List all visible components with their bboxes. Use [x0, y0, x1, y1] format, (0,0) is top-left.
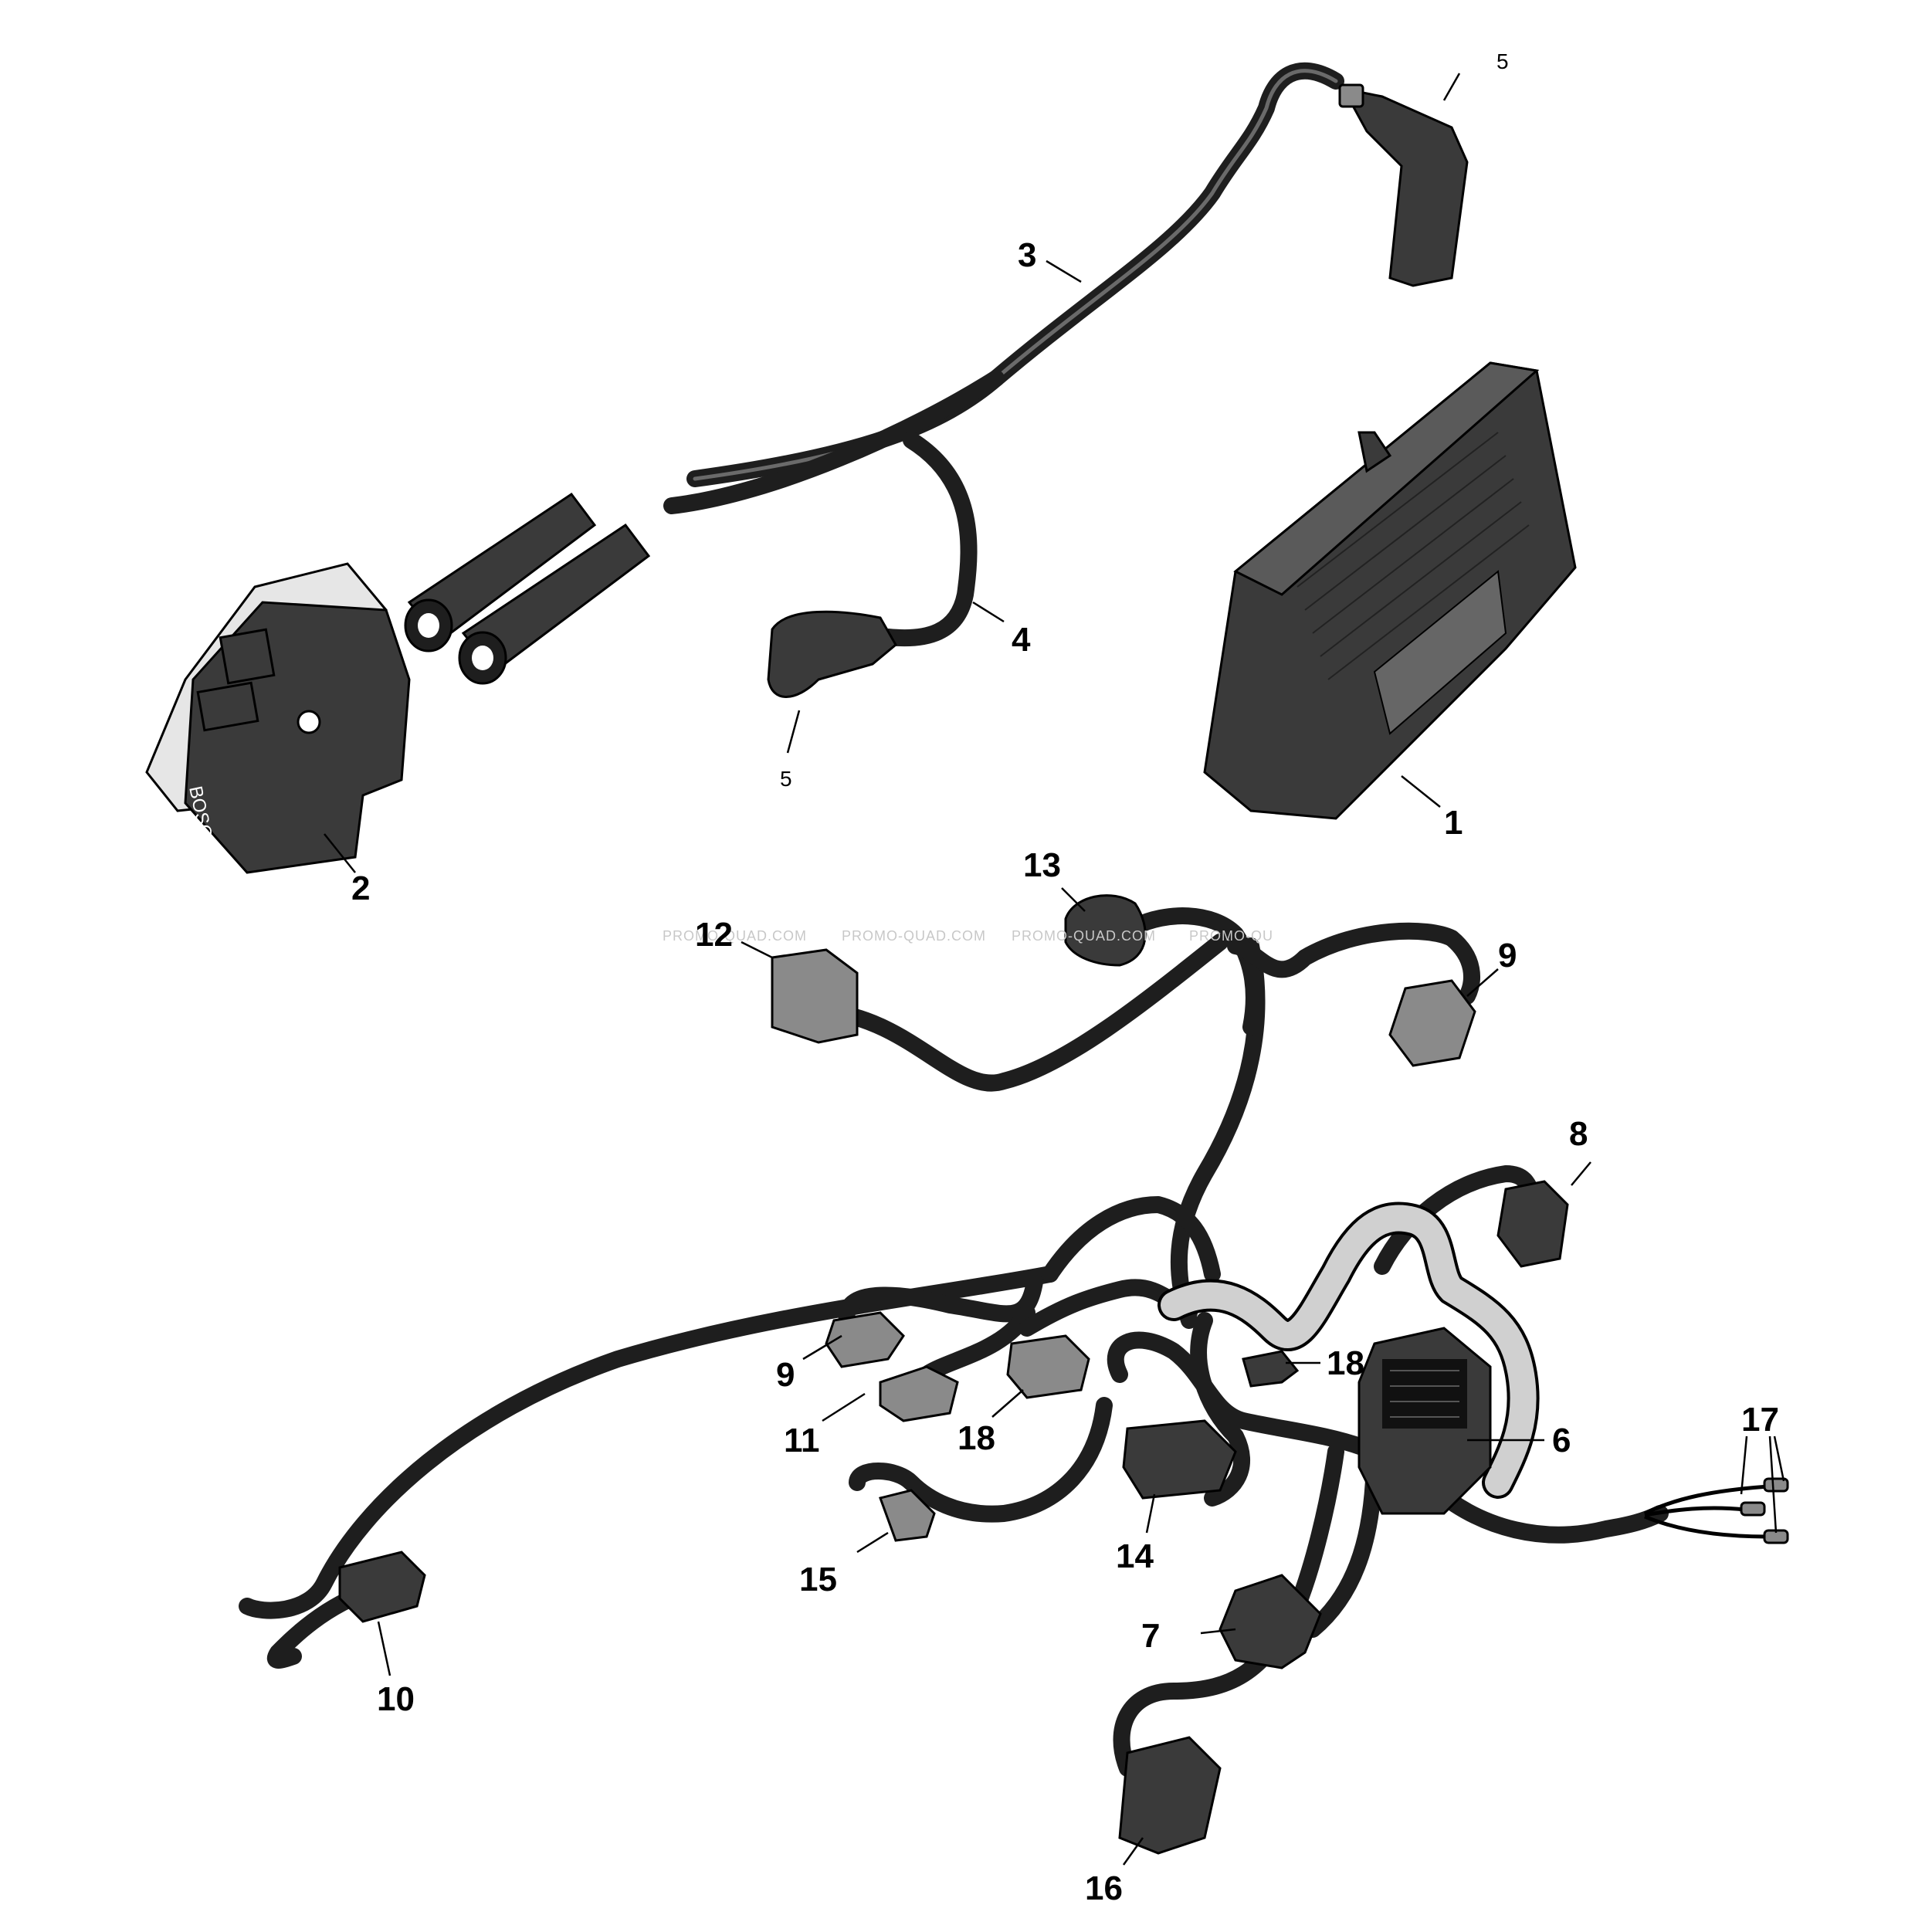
callout-18-right: 18 [1327, 1344, 1364, 1382]
connector-16 [1118, 1736, 1222, 1855]
callout-9-lower: 9 [776, 1356, 795, 1394]
main-wiring-harness [239, 907, 1769, 1777]
leader-10 [377, 1621, 391, 1676]
callout-11: 11 [784, 1422, 820, 1459]
leader-14 [1145, 1493, 1156, 1534]
watermark-1: PROMO-QUAD.COM [663, 928, 807, 944]
connector-8 [1496, 1180, 1569, 1268]
leader-17b [1768, 1435, 1778, 1534]
connector-10 [338, 1551, 426, 1623]
leader-15 [856, 1531, 889, 1554]
leader-1 [1401, 775, 1441, 808]
ignition-coil: BOSCH [145, 492, 651, 874]
leader-9-lower [802, 1334, 842, 1361]
leader-17a [1740, 1435, 1748, 1495]
callout-10: 10 [377, 1680, 415, 1718]
callout-4: 4 [1012, 621, 1031, 659]
leader-2 [324, 833, 356, 873]
callout-13: 13 [1023, 846, 1061, 884]
watermark-4: PROMO-QU [1189, 928, 1273, 944]
ignition-cable [663, 62, 1344, 647]
leader-4 [972, 601, 1005, 623]
leader-18-left [991, 1389, 1024, 1418]
connector-18-right [1242, 1350, 1300, 1388]
connector-9-top [1388, 979, 1476, 1067]
callout-14: 14 [1116, 1537, 1154, 1575]
leader-9-top [1466, 968, 1499, 997]
callout-1: 1 [1444, 804, 1463, 842]
leader-5-top [1442, 73, 1461, 101]
callout-5-top: 5 [1496, 49, 1509, 73]
callout-2: 2 [351, 869, 370, 907]
watermark-3: PROMO-QUAD.COM [1012, 928, 1156, 944]
callout-15: 15 [799, 1561, 837, 1598]
callout-8: 8 [1569, 1115, 1588, 1153]
connector-17-terminals [1740, 1477, 1789, 1544]
connector-9-lower [825, 1311, 905, 1368]
spark-plug-cap-bottom [767, 610, 897, 698]
callout-16: 16 [1085, 1869, 1123, 1907]
connector-6 [1357, 1327, 1492, 1515]
engine-control-module [1203, 361, 1577, 820]
leader-8 [1571, 1161, 1591, 1186]
connector-14 [1122, 1419, 1237, 1500]
leader-16 [1122, 1837, 1144, 1866]
callout-17: 17 [1741, 1401, 1779, 1439]
callout-5-bottom: 5 [780, 767, 792, 791]
connector-13 [1064, 894, 1147, 967]
leader-7 [1200, 1628, 1236, 1635]
leader-11 [822, 1392, 866, 1422]
callout-12: 12 [695, 916, 733, 954]
callout-9-top: 9 [1498, 937, 1517, 974]
watermark-2: PROMO-QUAD.COM [842, 928, 986, 944]
callout-3: 3 [1018, 236, 1036, 274]
connector-12 [771, 948, 859, 1044]
leader-12 [741, 941, 773, 959]
spark-plug-cap-top [1338, 83, 1469, 287]
connector-11 [879, 1365, 959, 1422]
connector-7 [1219, 1574, 1322, 1669]
leader-5-bottom [786, 710, 801, 754]
callout-7: 7 [1141, 1617, 1160, 1655]
leader-17c [1773, 1435, 1785, 1482]
connector-18-left [1006, 1334, 1090, 1399]
callout-6: 6 [1552, 1422, 1571, 1459]
leader-3 [1046, 259, 1082, 283]
leader-13 [1061, 887, 1086, 912]
callout-18-left: 18 [958, 1419, 995, 1457]
connector-15 [879, 1489, 936, 1542]
